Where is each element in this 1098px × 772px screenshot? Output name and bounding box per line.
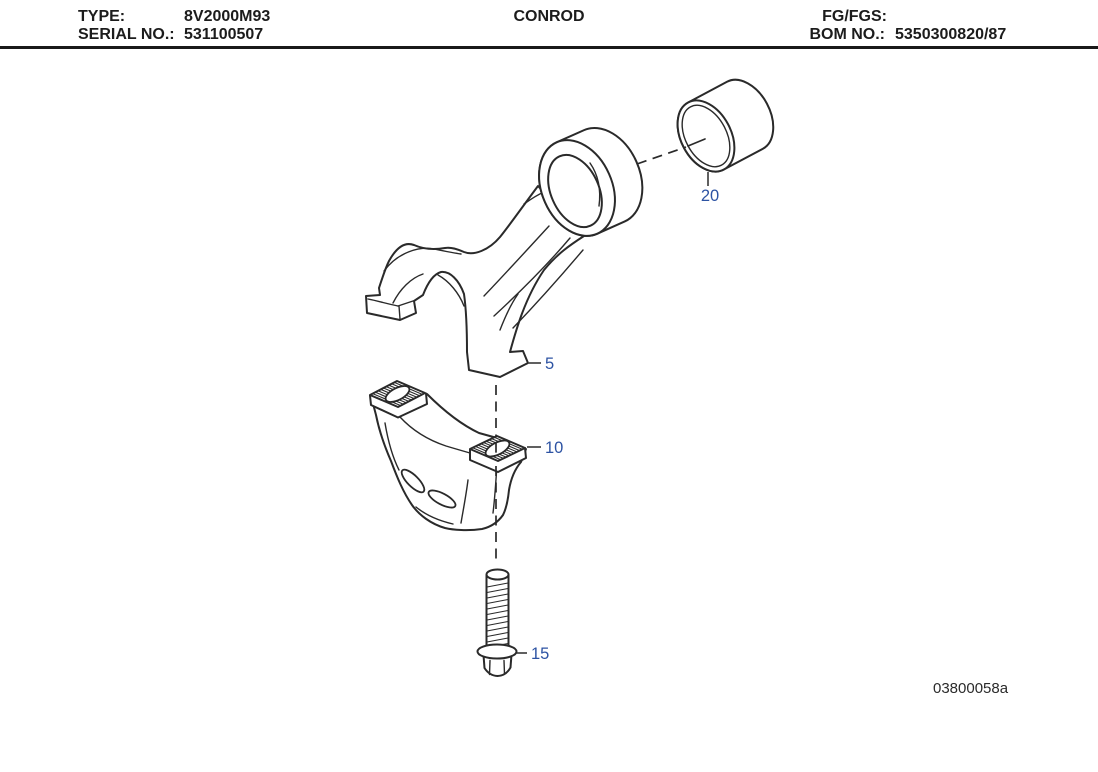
fg-fgs-label: FG/FGS: [822, 8, 887, 25]
callout-5-conrod: 5 [545, 355, 554, 373]
bom-no-label: BOM NO.: [809, 26, 885, 43]
header-divider [0, 46, 1098, 49]
drawing-number: 03800058a [933, 680, 1009, 697]
cap-slot [427, 489, 457, 509]
conrod-drawing [365, 127, 644, 378]
serial-value: 531100507 [184, 26, 264, 43]
bolt-flange [476, 643, 518, 660]
bearing-cap-drawing [369, 380, 527, 532]
callout-15-bolt: 15 [531, 645, 549, 663]
page-header: TYPE: 8V2000M93 SERIAL NO.: 531100507 CO… [0, 0, 1098, 49]
bom-no-value: 5350300820/87 [895, 26, 1007, 43]
cap-left-bolt-hole [384, 385, 411, 403]
serial-label: SERIAL NO.: [78, 26, 175, 43]
callout-10-bearing-cap: 10 [545, 439, 563, 457]
cap-slot [400, 468, 426, 494]
bushing-drawing [676, 78, 775, 173]
bolt-shank-top [485, 568, 510, 581]
type-label: TYPE: [78, 8, 126, 25]
type-value: 8V2000M93 [184, 8, 271, 25]
small-end-axis-dashed-line [636, 138, 706, 165]
page-title: CONROD [513, 8, 585, 25]
small-end-bore [547, 153, 603, 229]
callout-20-bushing: 20 [701, 187, 719, 205]
conrod-bolt-drawing [476, 568, 518, 677]
cap-right-bolt-hole [484, 439, 511, 458]
